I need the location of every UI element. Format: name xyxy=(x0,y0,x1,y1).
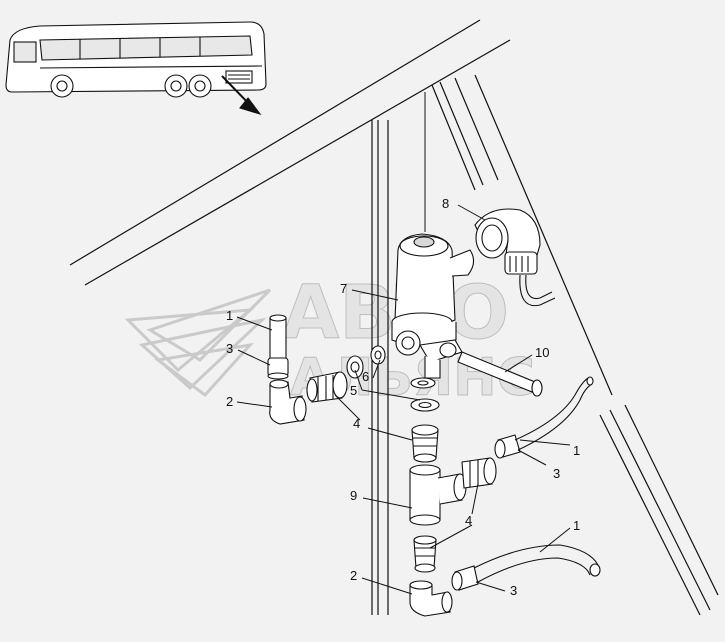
part-10-bolt xyxy=(457,351,543,397)
part-4-fitting-vertical-lower xyxy=(413,535,437,573)
callout-labels: 8 7 1 3 2 5 6 10 4 1 3 9 4 1 2 3 xyxy=(226,196,580,598)
part-5-washer-lower xyxy=(410,398,440,412)
part-1-tube-lower xyxy=(473,544,601,583)
bus-thumbnail xyxy=(5,21,267,116)
callout-9: 9 xyxy=(350,488,357,503)
callout-2-lower: 2 xyxy=(350,568,357,583)
part-2-elbow-upper xyxy=(269,379,307,425)
callout-1-upper: 1 xyxy=(226,308,233,323)
callout-10: 10 xyxy=(535,345,549,360)
part-3-sleeve-upper xyxy=(267,357,289,380)
callout-5: 5 xyxy=(350,383,357,398)
part-1-tube-right xyxy=(514,376,594,451)
callout-8: 8 xyxy=(442,196,449,211)
callout-2-upper: 2 xyxy=(226,394,233,409)
leader-lines xyxy=(236,92,571,595)
callout-3-lower: 3 xyxy=(510,583,517,598)
part-6-washer xyxy=(410,377,436,389)
part-8-elbow-connector xyxy=(474,208,556,307)
callout-4-lower: 4 xyxy=(465,513,472,528)
part-1-tube-upper xyxy=(269,314,287,361)
part-4-fitting-vertical-upper xyxy=(411,424,439,463)
callout-3-upper: 3 xyxy=(226,341,233,356)
callout-6: 6 xyxy=(362,369,369,384)
callout-1-right: 1 xyxy=(573,443,580,458)
callout-4-upper: 4 xyxy=(353,416,360,431)
part-3-sleeve-right xyxy=(494,434,521,459)
part-7-valve-body xyxy=(391,233,475,379)
callout-1-lower: 1 xyxy=(573,518,580,533)
part-2-elbow-lower xyxy=(409,580,453,617)
part-4-fitting-left xyxy=(306,371,348,403)
callout-3-right: 3 xyxy=(553,466,560,481)
callout-7: 7 xyxy=(340,281,347,296)
watermark-emblem xyxy=(124,288,272,398)
part-3-sleeve-lower xyxy=(451,565,479,591)
part-4-fitting-side xyxy=(461,457,497,489)
frame-lines xyxy=(69,19,719,616)
part-5-washer-upper xyxy=(346,345,386,379)
part-9-tee xyxy=(409,464,467,526)
